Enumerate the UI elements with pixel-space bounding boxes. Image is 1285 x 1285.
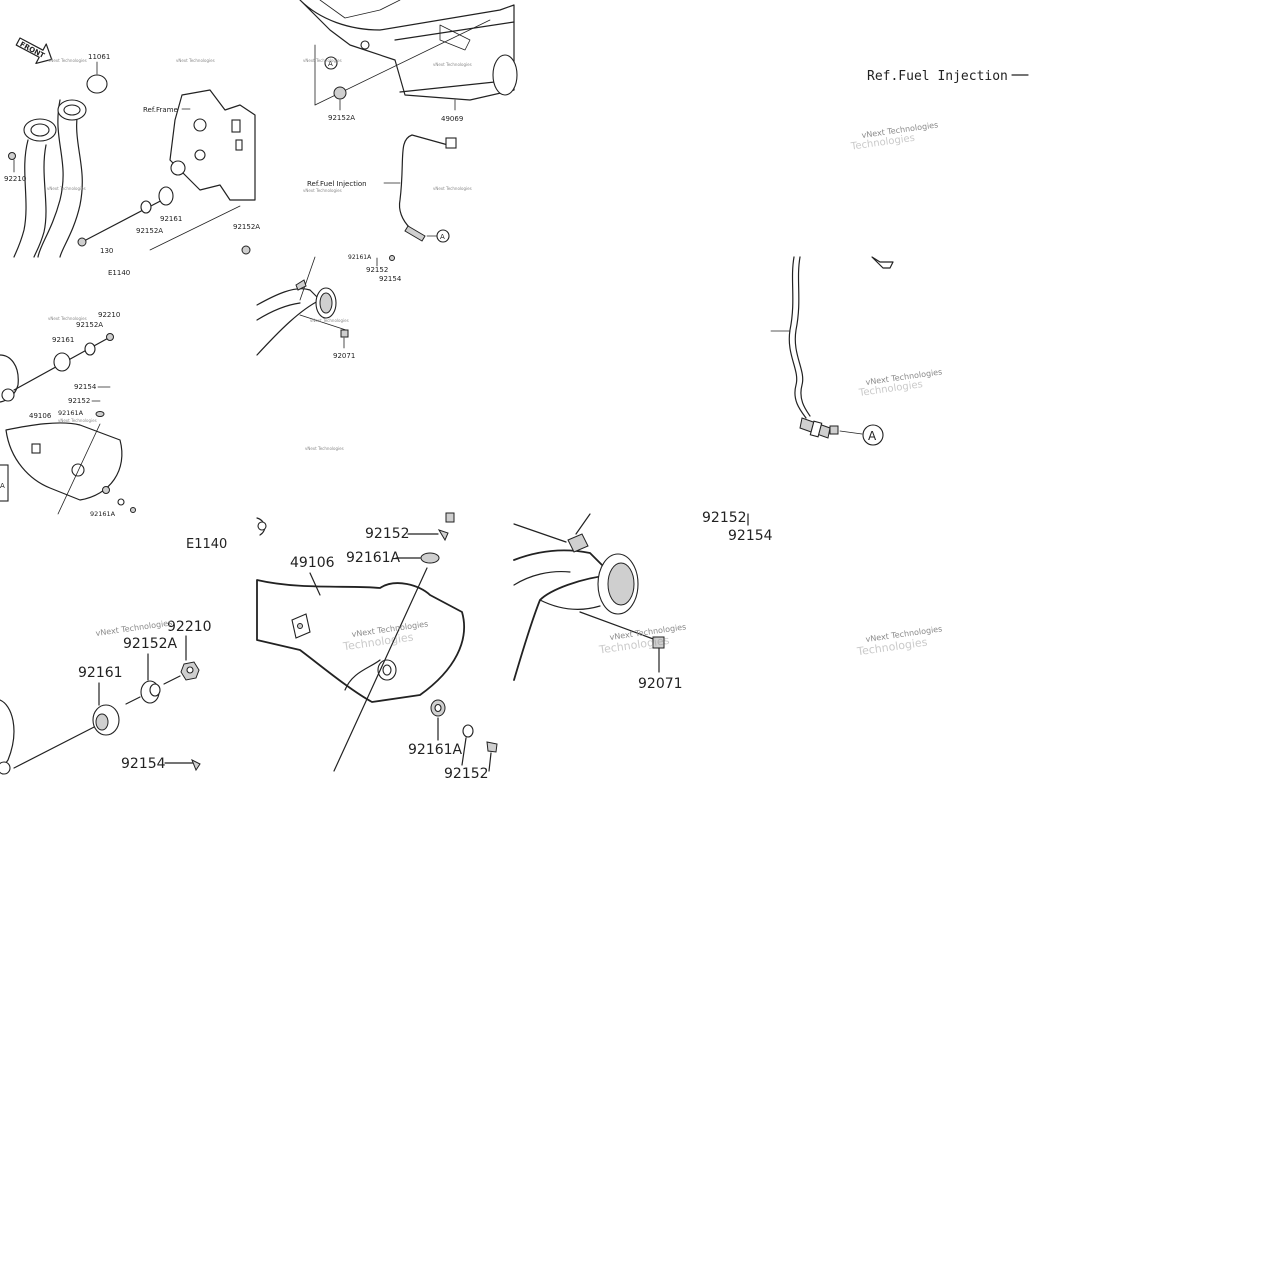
nut-92210 xyxy=(106,333,114,341)
label-92071: 92071 xyxy=(333,352,355,360)
grommet-92161 xyxy=(53,352,71,372)
svg-text:A: A xyxy=(440,233,445,241)
label-92071: 92071 xyxy=(638,676,683,692)
watermark: vNext Technologies xyxy=(305,446,344,451)
label-92154: 92154 xyxy=(121,756,166,772)
nut-92210 xyxy=(180,661,200,681)
oxygen-sensor xyxy=(799,417,839,439)
tile-bottom-middle: 49106 92152 92161A 92161A 92152 vNext Te… xyxy=(256,512,498,782)
label-92210: 92210 xyxy=(4,175,26,183)
front-label: FRONT xyxy=(18,40,46,60)
callout-a xyxy=(436,229,450,243)
label-92152: 92152 xyxy=(365,526,410,542)
oxygen-sensor xyxy=(398,134,457,242)
label-e1140-small: E1140 xyxy=(108,269,130,277)
label-92154: 92154 xyxy=(728,528,773,544)
label-92161a-b: 92161A xyxy=(90,510,116,518)
heat-guard-49106 xyxy=(5,422,123,501)
tile-middle-right: A vNext Technologies Technologies xyxy=(770,256,943,446)
grommet-92161 xyxy=(158,186,174,206)
svg-text:vNext Technologies: vNext Technologies xyxy=(303,188,342,193)
tile-bottom-right: 92071 92152 92154 vNext Technologies Tec… xyxy=(513,510,943,692)
collar-92152a xyxy=(140,200,152,214)
label-92210: 92210 xyxy=(167,619,212,635)
watermark: vNext Technologies xyxy=(176,58,215,63)
label-92152a: 92152A xyxy=(328,114,355,122)
watermark: vNext Technologies xyxy=(58,418,97,423)
label-92161a: 92161A xyxy=(58,409,84,417)
label-92161a-b: 92161A xyxy=(408,742,463,758)
collar-92152a xyxy=(333,86,347,100)
label-92154: 92154 xyxy=(379,275,402,283)
label-ref-frame: Ref.Frame xyxy=(143,106,178,114)
svg-text:A: A xyxy=(328,60,333,68)
label-130: 130 xyxy=(100,247,113,255)
label-92152a: 92152A xyxy=(123,636,178,652)
label-92161: 92161 xyxy=(78,665,123,681)
label-11061: 11061 xyxy=(88,53,110,61)
label-92152a: 92152A xyxy=(76,321,103,329)
label-49106: 49106 xyxy=(29,412,52,420)
grommet-92161 xyxy=(92,704,120,736)
label-92152a-b: 92152A xyxy=(233,223,260,231)
watermark: vNext Technologies xyxy=(48,316,87,321)
muffler-49069 xyxy=(299,0,518,101)
label-92152: 92152 xyxy=(702,510,747,526)
collar-92152a xyxy=(84,342,96,356)
label-49106: 49106 xyxy=(290,555,335,571)
callout-a xyxy=(324,56,338,70)
tile-top-right: Ref.Fuel Injection vNext Technologies Te… xyxy=(849,69,1029,153)
label-49069: 49069 xyxy=(441,115,463,123)
tile-middle-middle: 92071 vNext Technologies vNext Technolog… xyxy=(256,256,355,451)
frame-bracket xyxy=(169,89,256,201)
label-a: A xyxy=(0,482,5,490)
label-92210: 92210 xyxy=(98,311,120,319)
watermark: vNext Technologies xyxy=(47,186,86,191)
label-92161: 92161 xyxy=(52,336,74,344)
label-92152: 92152 xyxy=(68,397,90,405)
svg-text:A: A xyxy=(868,429,877,443)
label-92154: 92154 xyxy=(74,383,97,391)
label-92161a: 92161A xyxy=(346,550,401,566)
grommet-92161a xyxy=(430,699,446,717)
gasket-ring-11061 xyxy=(86,74,108,94)
muffler-end xyxy=(513,533,639,681)
callout-a xyxy=(862,424,884,446)
tile-top-middle: A 92152A 49069 A Ref.Fuel Injection 9216… xyxy=(299,0,518,283)
label-92152: 92152 xyxy=(366,266,388,274)
label-92152a: 92152A xyxy=(136,227,163,235)
clamp-92071 xyxy=(340,329,349,338)
tile-top-left: FRONT 11061 92210 Ref.Frame xyxy=(4,37,260,277)
watermark: vNext Technologies xyxy=(303,58,342,63)
watermark: vNext Technologies xyxy=(433,186,472,191)
header-pipes xyxy=(13,99,87,258)
label-92152-b: 92152 xyxy=(444,766,489,782)
label-ref-fuel-injection: Ref.Fuel Injection xyxy=(307,180,367,188)
bolt-130 xyxy=(81,195,171,243)
collar-92152a xyxy=(140,680,161,704)
label-92161: 92161 xyxy=(160,215,182,223)
label-ref-fuel-injection: Ref.Fuel Injection xyxy=(867,69,1008,84)
watermark: vNext Technologies xyxy=(48,58,87,63)
nut-92210 xyxy=(8,152,16,160)
watermark: vNext Technologies xyxy=(310,318,349,323)
watermark: vNext Technologies xyxy=(433,62,472,67)
tile-bottom-left: E1140 92210 92152A 92161 92154 vNext Tec… xyxy=(0,537,227,775)
tile-middle-left: 92210 92152A 92161 92154 92152 92161A 49… xyxy=(0,311,136,518)
label-e1140: E1140 xyxy=(186,537,227,552)
front-arrow-icon: FRONT xyxy=(15,37,53,65)
label-92161a: 92161A xyxy=(348,254,372,261)
